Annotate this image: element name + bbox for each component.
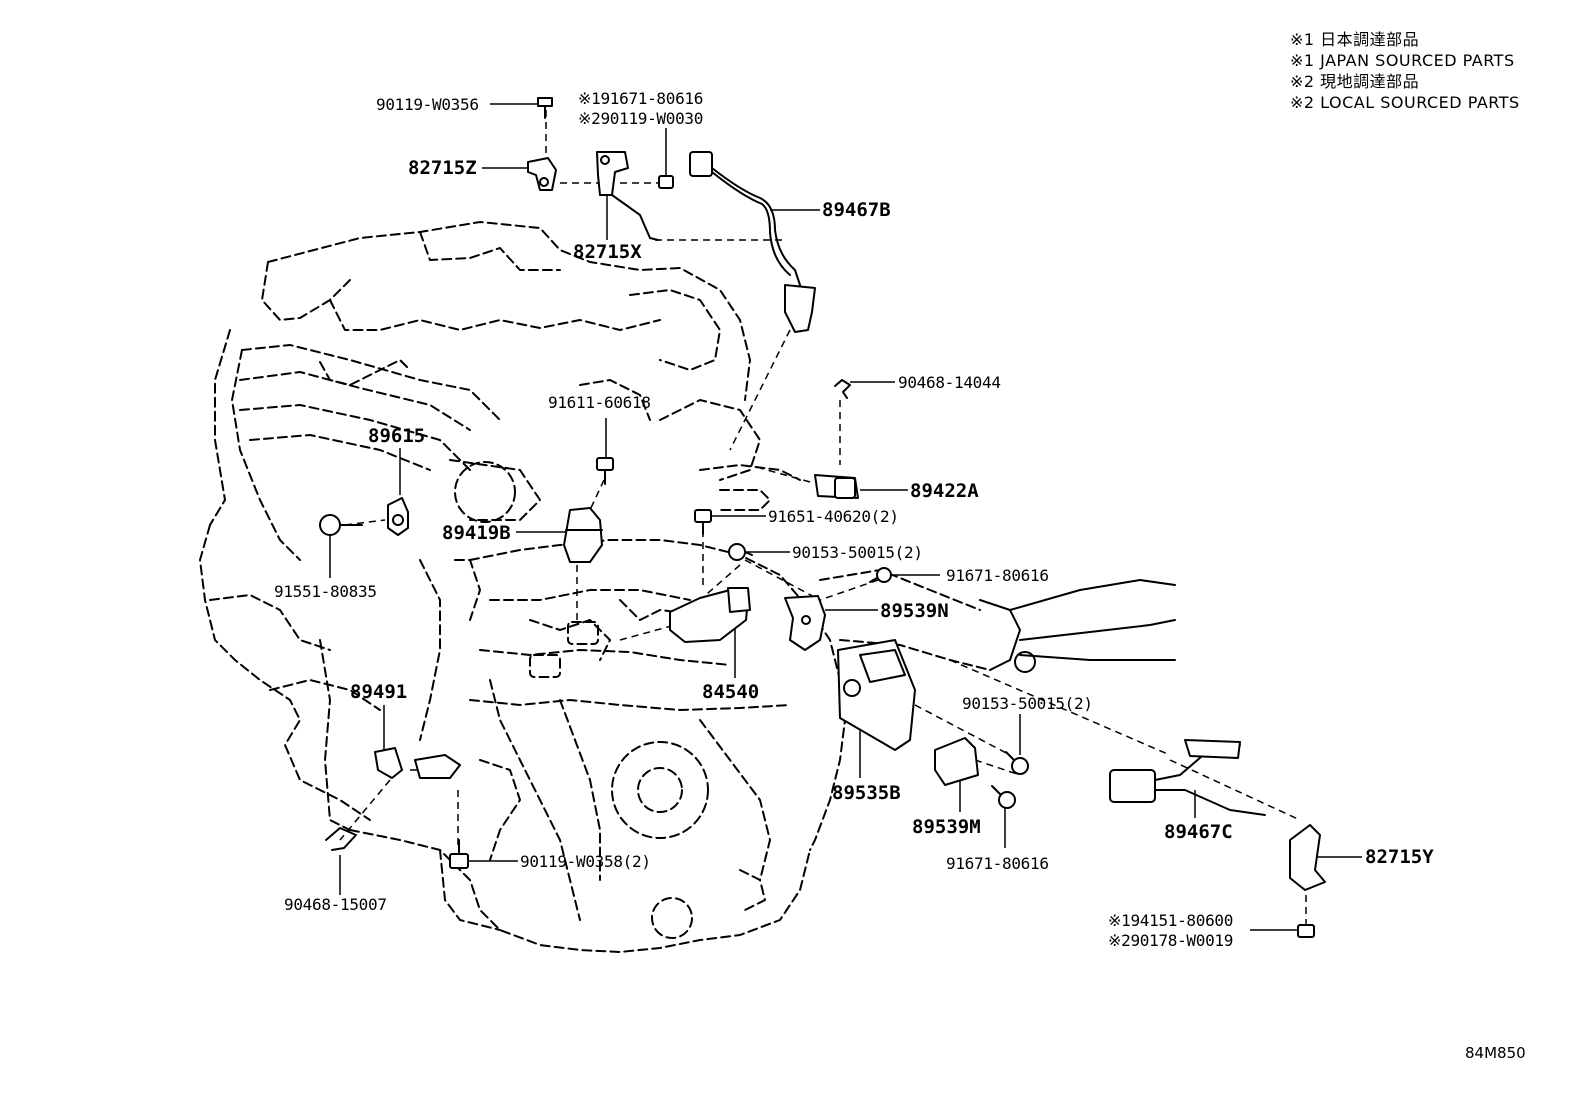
label-91651-40620[interactable]: 91651-40620(2) — [768, 507, 899, 526]
nut-90119-W0030 — [658, 175, 674, 189]
bolt-91671-80616-top — [869, 567, 892, 583]
label-90119-W0356[interactable]: 90119-W0356 — [376, 95, 479, 114]
label-82715Y[interactable]: 82715Y — [1365, 846, 1434, 868]
label-84540[interactable]: 84540 — [702, 681, 759, 703]
label-89615[interactable]: 89615 — [368, 425, 425, 447]
bolt-90153-50015-bottom — [1005, 751, 1029, 775]
part-labels: 90119-W0356 ※191671-80616 ※290119-W0030 … — [274, 89, 1434, 950]
bolt-91551-80835 — [319, 514, 363, 536]
label-90468-14044[interactable]: 90468-14044 — [898, 373, 1001, 392]
sensor-89419B — [563, 507, 603, 563]
clip-90468-15007 — [325, 827, 357, 851]
oxygen-sensor-89467C — [1109, 739, 1266, 816]
knock-sensor-89615 — [387, 497, 409, 536]
label-91671-80616-top[interactable]: 91671-80616 — [946, 566, 1049, 585]
label-194151-80600[interactable]: ※194151-80600 — [1108, 911, 1233, 930]
oxygen-sensor-89467B — [689, 151, 816, 333]
label-89535B[interactable]: 89535B — [832, 782, 901, 804]
clip-90468-14044 — [834, 379, 851, 399]
label-90468-15007[interactable]: 90468-15007 — [284, 895, 387, 914]
bolt-90153-50015-top — [728, 543, 753, 561]
bolt-91611-60618 — [596, 457, 614, 485]
connector-lines — [329, 103, 1362, 931]
bolt-90119-W0358 — [449, 839, 469, 869]
bracket-82715Y — [1289, 824, 1326, 891]
legend-line-2: ※1 JAPAN SOURCED PARTS — [1290, 51, 1515, 70]
label-89539M[interactable]: 89539M — [912, 816, 981, 838]
bracket-82715X — [596, 151, 659, 241]
nut-90178-W0019 — [1297, 924, 1315, 938]
bolt-90119-W0356 — [537, 97, 553, 119]
ecu-89535B — [837, 639, 916, 751]
label-290178-W0019[interactable]: ※290178-W0019 — [1108, 931, 1233, 950]
bolt-91671-80616-bottom — [991, 785, 1016, 809]
label-91671-80616-bottom[interactable]: 91671-80616 — [946, 854, 1049, 873]
bracket-89539N — [784, 595, 826, 651]
bolt-91651-40620 — [694, 509, 712, 535]
label-90119-W0358[interactable]: 90119-W0358(2) — [520, 852, 651, 871]
label-89467C[interactable]: 89467C — [1164, 821, 1233, 843]
bracket-89539M — [934, 737, 979, 786]
label-90153-50015-bottom[interactable]: 90153-50015(2) — [962, 694, 1093, 713]
label-82715Z[interactable]: 82715Z — [408, 157, 477, 179]
label-91611-60618[interactable]: 91611-60618 — [548, 393, 651, 412]
label-82715X[interactable]: 82715X — [573, 241, 642, 263]
label-89491[interactable]: 89491 — [350, 681, 407, 703]
label-89467B[interactable]: 89467B — [822, 199, 891, 221]
label-89539N[interactable]: 89539N — [880, 600, 949, 622]
legend-line-3: ※2 現地調達部品 — [1290, 72, 1419, 91]
diagram-code: 84M850 — [1465, 1044, 1526, 1062]
legend-line-1: ※1 日本調達部品 — [1290, 30, 1419, 49]
legend: ※1 日本調達部品 ※1 JAPAN SOURCED PARTS ※2 現地調達… — [1290, 30, 1520, 112]
bracket-82715Z — [527, 157, 557, 191]
label-290119-W0030[interactable]: ※290119-W0030 — [578, 109, 703, 128]
label-191671-80616[interactable]: ※191671-80616 — [578, 89, 703, 108]
label-91551-80835[interactable]: 91551-80835 — [274, 582, 377, 601]
label-90153-50015-top[interactable]: 90153-50015(2) — [792, 543, 923, 562]
sensor-89422A — [814, 474, 859, 499]
legend-line-4: ※2 LOCAL SOURCED PARTS — [1290, 93, 1520, 112]
label-89422A[interactable]: 89422A — [910, 480, 979, 502]
neutral-switch-84540 — [669, 587, 751, 643]
sensor-89491 — [374, 747, 461, 779]
label-89419B[interactable]: 89419B — [442, 522, 511, 544]
